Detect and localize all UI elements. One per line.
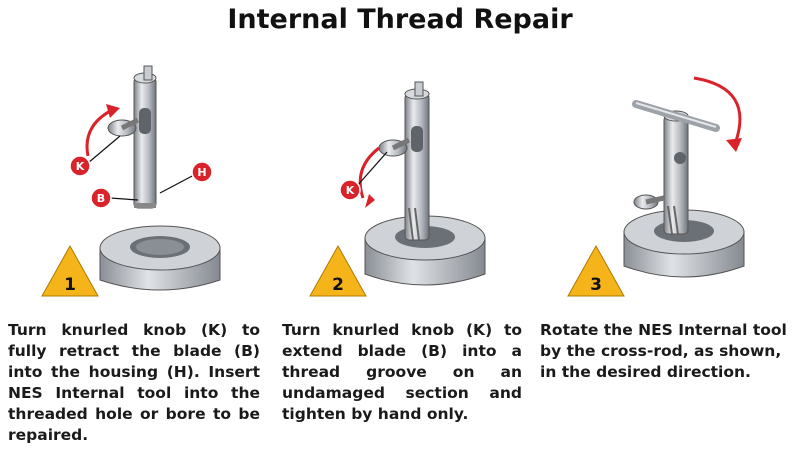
nes-tool xyxy=(632,100,720,235)
svg-text:H: H xyxy=(197,166,206,179)
rotation-arrow xyxy=(358,146,380,199)
svg-text:K: K xyxy=(346,184,355,197)
page-title: Internal Thread Repair xyxy=(227,4,573,35)
arrow-head xyxy=(365,194,375,208)
nes-tool xyxy=(378,81,430,241)
svg-text:2: 2 xyxy=(332,275,344,295)
rotation-arrow xyxy=(85,108,113,157)
step-2-instructions: Turn knurled knob (K) to extend blade (B… xyxy=(282,321,522,423)
arrow-head xyxy=(106,104,120,118)
step-2-illustration: K 2 xyxy=(275,48,535,298)
callout-b: B xyxy=(90,187,112,209)
hex-nut xyxy=(99,225,221,291)
nes-tool xyxy=(107,65,157,209)
svg-text:K: K xyxy=(76,160,85,173)
step-number-badge: 3 xyxy=(567,244,625,297)
svg-text:1: 1 xyxy=(64,275,76,295)
step-1-instructions: Turn knurled knob (K) to fully retract t… xyxy=(8,321,260,444)
svg-text:3: 3 xyxy=(590,275,602,295)
callout-k: K xyxy=(69,155,91,177)
callout-k: K xyxy=(339,179,361,201)
step-3-instructions: Rotate the NES Internal tool by the cros… xyxy=(540,321,787,381)
svg-text:B: B xyxy=(97,192,105,205)
step-number-badge: 2 xyxy=(309,244,367,297)
rotation-arrow xyxy=(693,76,742,145)
step-1-illustration: K H B 1 xyxy=(10,48,270,298)
step-number-badge: 1 xyxy=(41,244,99,297)
step-3-illustration: 3 xyxy=(540,48,800,298)
callout-h: H xyxy=(191,161,213,183)
arrow-head xyxy=(726,138,742,152)
